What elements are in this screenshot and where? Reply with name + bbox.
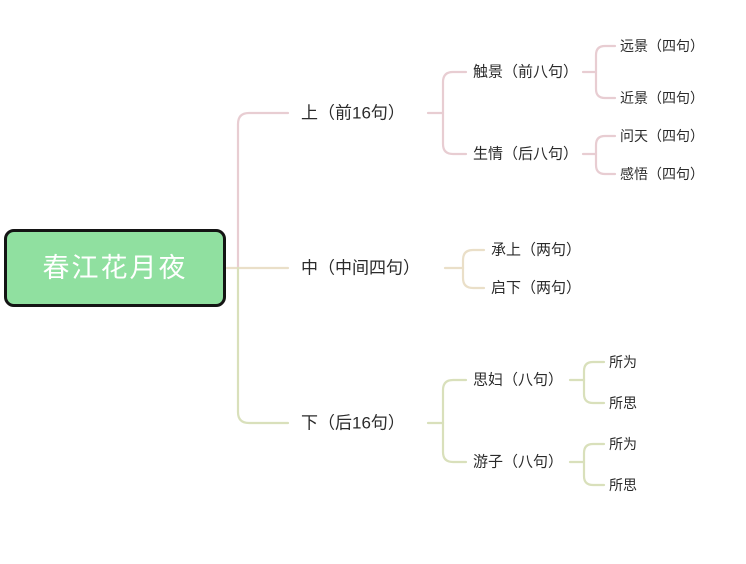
wire-shengqing-to-ganwu: [594, 152, 617, 176]
node-label-sifu: 思妇（八句）: [473, 371, 564, 389]
branch-node-middle[interactable]: 中（中间四句）: [301, 260, 420, 277]
wire-youzi-to-suowei: [582, 442, 606, 464]
wire-top-to-shengqing: [441, 111, 468, 156]
node-qixia[interactable]: 启下（两句）: [491, 281, 581, 296]
branch-label-top: 上（前16句）: [301, 103, 405, 123]
leaf-label-jinjing: 近景（四句）: [620, 90, 704, 106]
node-label-youzi: 游子（八句）: [473, 453, 564, 471]
leaf-youzi-suosi[interactable]: 所思: [609, 478, 637, 492]
node-chengshang[interactable]: 承上（两句）: [491, 243, 581, 258]
node-chujing[interactable]: 触景（前八句）: [473, 65, 578, 80]
node-label-chengshang: 承上（两句）: [491, 241, 582, 259]
node-shengqing[interactable]: 生情（后八句）: [473, 147, 578, 162]
leaf-ganwu[interactable]: 感悟（四句）: [620, 167, 704, 181]
wire-sifu-to-suosi: [582, 378, 606, 405]
wire-sifu-to-suowei: [582, 360, 606, 382]
leaf-label-sifu-suosi: 所思: [609, 395, 637, 411]
node-sifu[interactable]: 思妇（八句）: [473, 373, 563, 388]
wire-root-to-top: [236, 111, 290, 270]
wire-root-to-bottom: [236, 266, 290, 425]
root-node-label: 春江花月夜: [42, 252, 188, 283]
leaf-youzi-suowei[interactable]: 所为: [609, 437, 637, 451]
wire-middle-to-chengshang: [461, 248, 486, 270]
leaf-label-wentian: 问天（四句）: [620, 128, 704, 144]
branch-node-bottom[interactable]: 下（后16句）: [301, 415, 405, 432]
leaf-label-youzi-suowei: 所为: [609, 436, 637, 452]
branch-node-top[interactable]: 上（前16句）: [301, 105, 405, 122]
leaf-yuanjing[interactable]: 远景（四句）: [620, 39, 704, 53]
node-label-chujing: 触景（前八句）: [473, 63, 579, 81]
leaf-label-yuanjing: 远景（四句）: [620, 38, 704, 54]
leaf-sifu-suowei[interactable]: 所为: [609, 355, 637, 369]
wire-bottom-to-youzi: [441, 421, 468, 464]
branch-label-bottom: 下（后16句）: [301, 413, 405, 433]
wire-top-to-chujing: [441, 70, 468, 115]
leaf-label-youzi-suosi: 所思: [609, 477, 637, 493]
node-youzi[interactable]: 游子（八句）: [473, 455, 563, 470]
wire-chujing-to-jinjing: [594, 70, 617, 100]
leaf-label-ganwu: 感悟（四句）: [620, 166, 704, 182]
leaf-label-sifu-suowei: 所为: [609, 354, 637, 370]
leaf-jinjing[interactable]: 近景（四句）: [620, 91, 704, 105]
leaf-sifu-suosi[interactable]: 所思: [609, 396, 637, 410]
mindmap-root-node[interactable]: 春江花月夜: [4, 229, 226, 307]
node-label-shengqing: 生情（后八句）: [473, 145, 579, 163]
node-label-qixia: 启下（两句）: [491, 279, 582, 297]
wire-middle-to-qixia: [461, 266, 486, 290]
branch-label-middle: 中（中间四句）: [301, 258, 420, 278]
wire-youzi-to-suosi: [582, 460, 606, 487]
leaf-wentian[interactable]: 问天（四句）: [620, 129, 704, 143]
wire-bottom-to-sifu: [441, 378, 468, 425]
wire-shengqing-to-wentian: [594, 134, 617, 156]
wire-chujing-to-yuanjing: [594, 44, 617, 74]
